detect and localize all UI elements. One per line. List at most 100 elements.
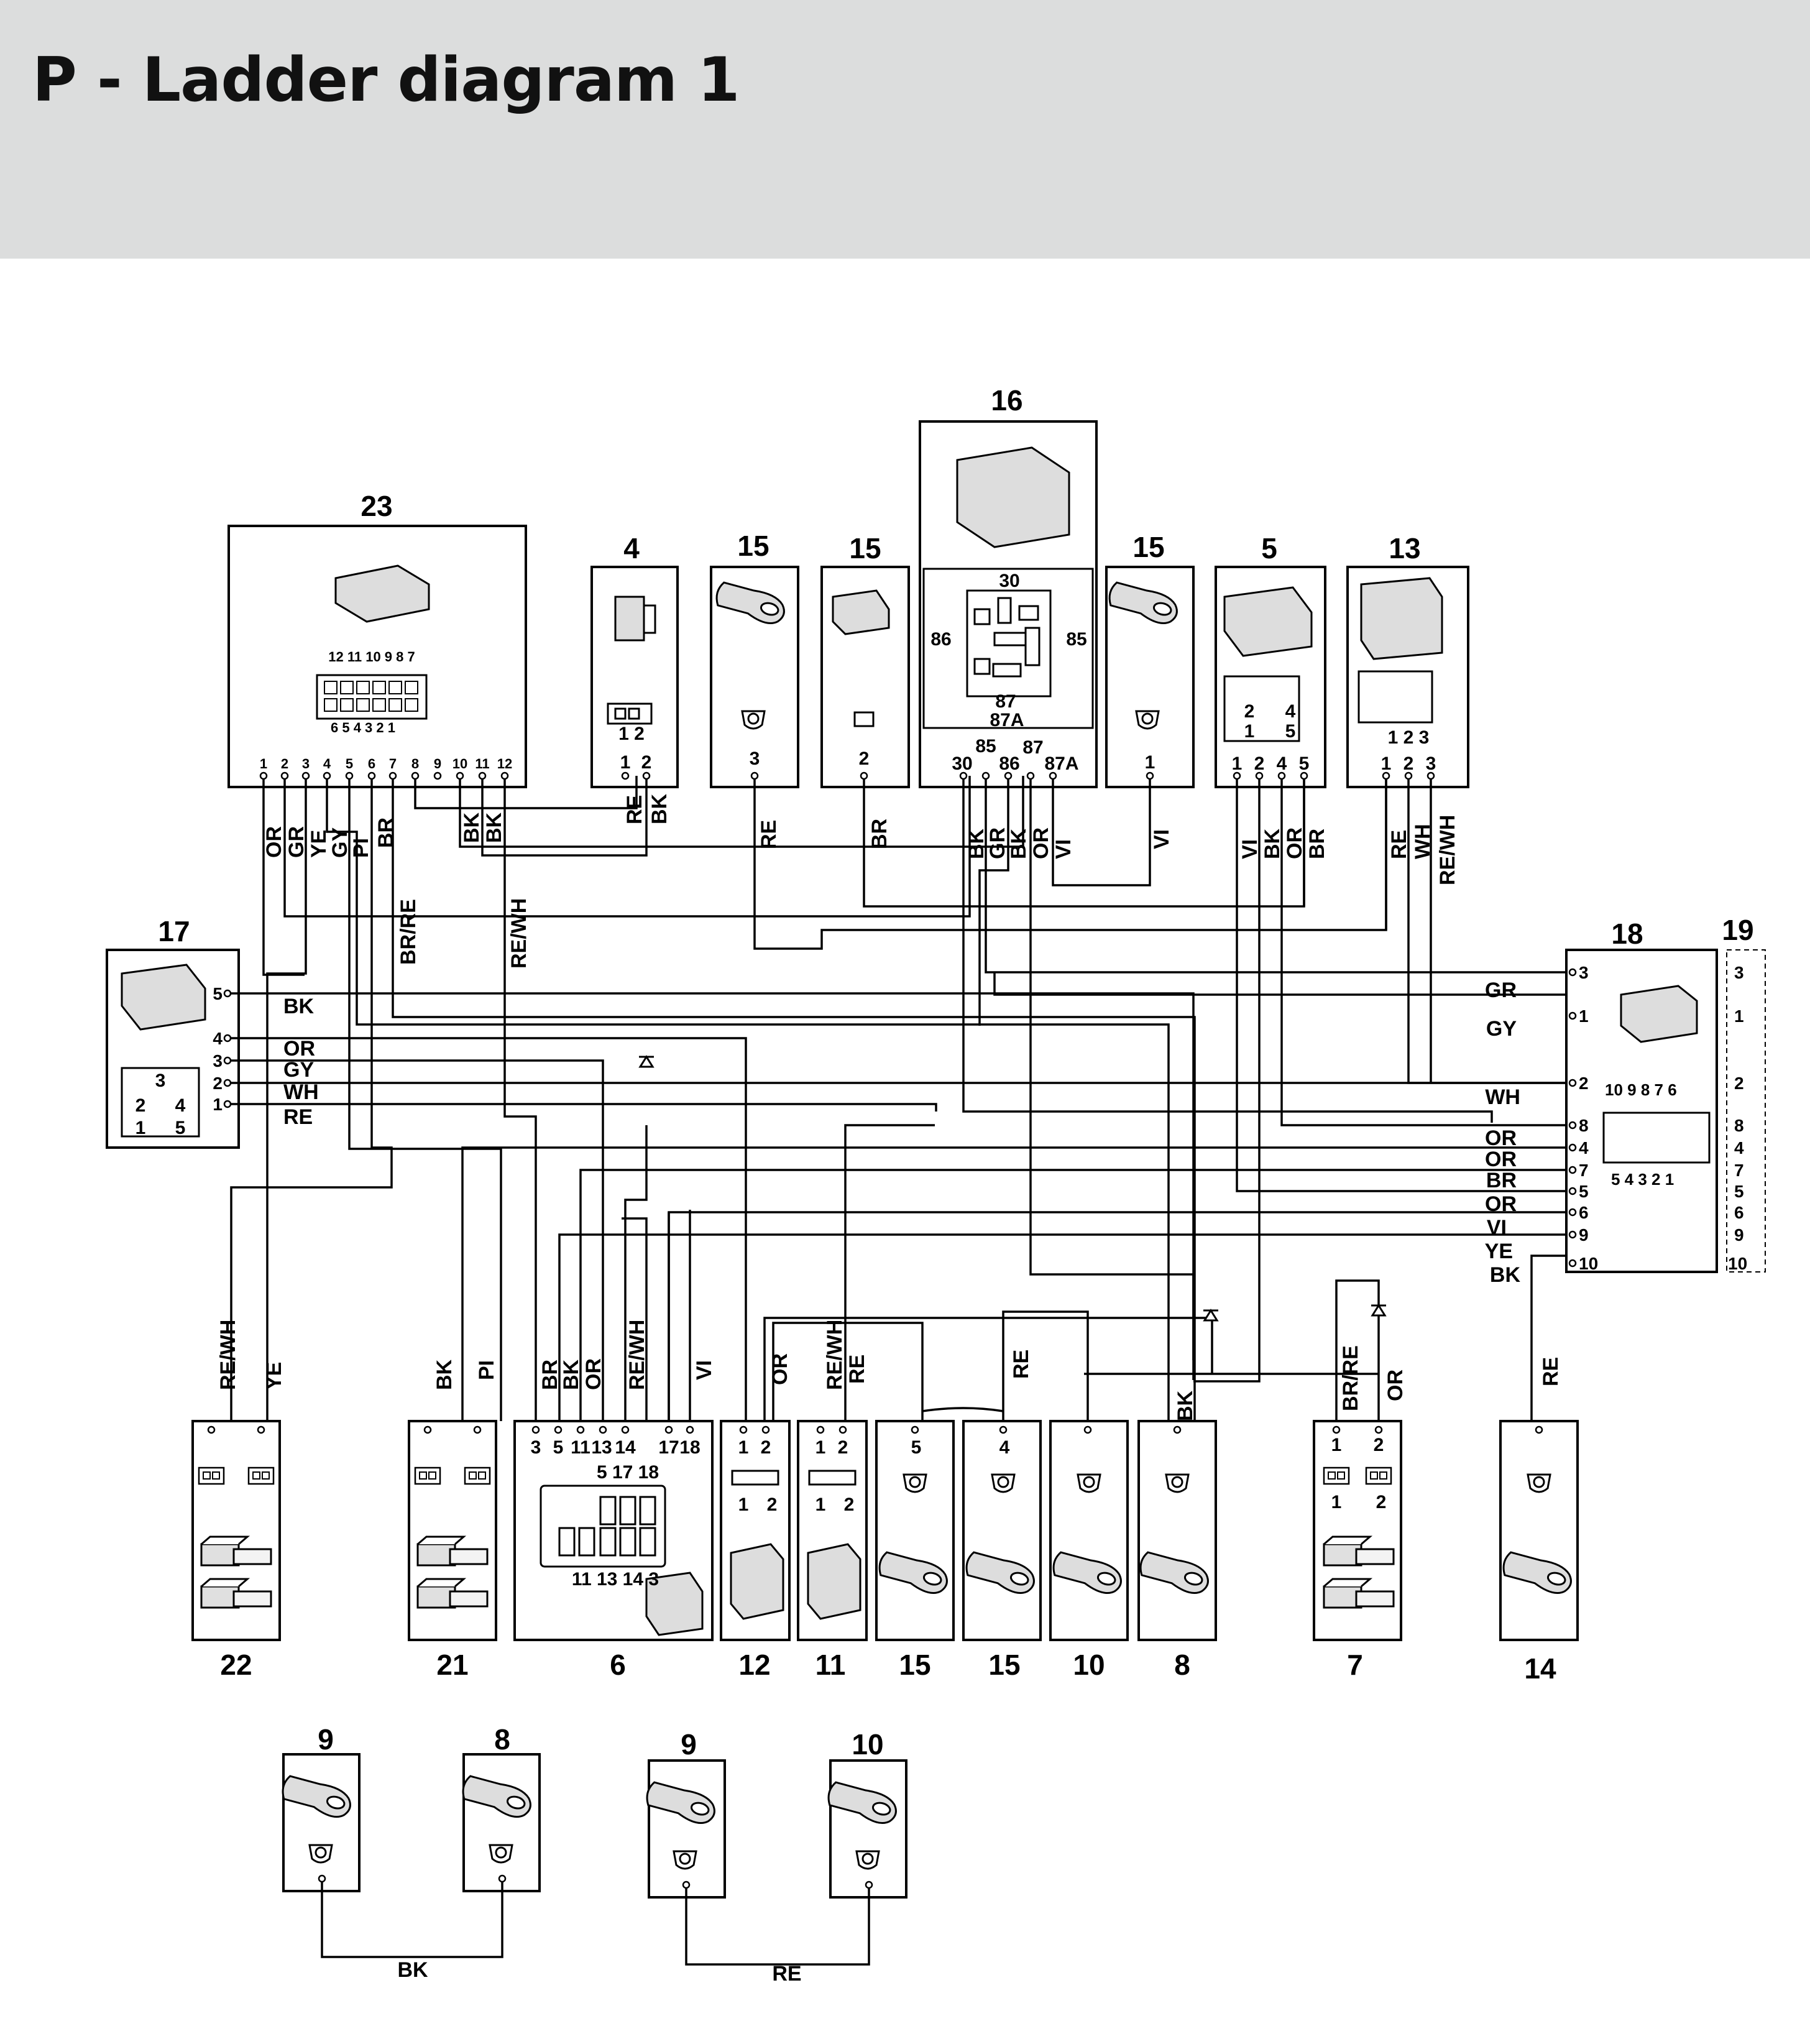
svg-text:2: 2	[859, 748, 870, 769]
connector-4-graphic	[607, 596, 656, 725]
svg-text:BK: BK	[397, 1958, 428, 1982]
connector-15a-graphic	[712, 580, 789, 730]
svg-text:BK: BK	[965, 828, 988, 859]
svg-text:6 5 4 3 2 1: 6 5 4 3 2 1	[331, 720, 395, 735]
connector-15b-graphic	[832, 589, 890, 727]
svg-text:2: 2	[838, 1437, 848, 1458]
svg-text:BK: BK	[1174, 1390, 1197, 1421]
svg-text:GR: GR	[986, 827, 1009, 859]
label-g9b: 9	[681, 1728, 697, 1761]
svg-text:GY: GY	[328, 827, 352, 858]
svg-text:OR: OR	[1485, 1192, 1517, 1216]
component-numbers: 23 4 15 15 16 15 5 13 17 18 19 22 21 6 1…	[158, 384, 1753, 1761]
svg-text:4: 4	[1277, 753, 1287, 774]
fuse-block-6-graphic	[540, 1485, 704, 1636]
label-5: 5	[1261, 532, 1277, 564]
svg-text:2: 2	[213, 1074, 223, 1093]
svg-text:86: 86	[930, 629, 951, 650]
svg-text:GY: GY	[1486, 1017, 1517, 1041]
connector-13-graphic	[1358, 577, 1443, 724]
svg-text:4: 4	[175, 1095, 186, 1116]
label-g10: 10	[852, 1728, 883, 1761]
svg-text:18: 18	[679, 1437, 700, 1458]
svg-text:9: 9	[1734, 1225, 1744, 1245]
svg-text:BR: BR	[868, 819, 891, 849]
label-4: 4	[623, 532, 640, 564]
connector-15c-graphic	[1105, 580, 1182, 730]
svg-text:85: 85	[1066, 629, 1086, 650]
label-15b: 15	[849, 532, 881, 564]
svg-text:BK: BK	[283, 995, 315, 1018]
label-g8: 8	[494, 1723, 510, 1756]
svg-text:OR: OR	[1029, 827, 1053, 859]
label-7: 7	[1347, 1649, 1363, 1681]
svg-text:BR/RE: BR/RE	[397, 899, 420, 965]
svg-text:5: 5	[1579, 1182, 1589, 1201]
svg-text:BK: BK	[1007, 828, 1031, 859]
svg-text:4: 4	[213, 1029, 223, 1048]
label-16: 16	[991, 384, 1022, 417]
svg-text:2: 2	[1374, 1435, 1384, 1455]
connector-17-wires: BK OR GY WH RE	[283, 995, 319, 1129]
svg-text:6: 6	[1579, 1203, 1589, 1222]
svg-text:9: 9	[434, 756, 441, 771]
svg-text:OR: OR	[262, 826, 286, 858]
svg-text:1: 1	[815, 1494, 826, 1515]
label-13: 13	[1389, 532, 1420, 564]
connector-22-graphic	[198, 1466, 275, 1609]
svg-text:RE/WH: RE/WH	[625, 1320, 649, 1390]
svg-text:OR: OR	[1485, 1148, 1517, 1171]
svg-text:VI: VI	[1238, 839, 1262, 859]
svg-text:3: 3	[155, 1070, 166, 1091]
svg-text:4: 4	[1285, 701, 1296, 722]
svg-text:GR: GR	[285, 826, 308, 858]
connector-18-graphic	[1602, 985, 1711, 1164]
svg-text:BK: BK	[433, 1359, 456, 1390]
label-g9a: 9	[318, 1723, 334, 1756]
svg-text:OR: OR	[1384, 1370, 1407, 1401]
svg-text:OR: OR	[1485, 1126, 1517, 1150]
svg-text:OR: OR	[283, 1037, 315, 1061]
svg-text:5: 5	[911, 1437, 922, 1458]
svg-text:PI: PI	[475, 1360, 498, 1380]
bottom-pin-numbers: 3 5 11 13 14 17 18 5 17 18 11 13 14 3 1 …	[531, 1435, 1387, 1590]
label-15e: 15	[988, 1649, 1020, 1681]
label-18: 18	[1611, 918, 1643, 950]
svg-text:14: 14	[615, 1437, 636, 1458]
svg-text:3: 3	[302, 756, 310, 771]
svg-text:4: 4	[1734, 1138, 1744, 1158]
svg-text:11: 11	[571, 1437, 590, 1458]
svg-text:30: 30	[999, 571, 1019, 591]
svg-text:1: 1	[738, 1494, 749, 1515]
svg-text:2: 2	[844, 1494, 855, 1515]
svg-text:OR: OR	[582, 1358, 605, 1390]
svg-text:12 11 10 9 8 7: 12 11 10 9 8 7	[328, 649, 415, 665]
svg-text:1: 1	[738, 1437, 749, 1458]
svg-text:4: 4	[323, 756, 331, 771]
svg-text:BR: BR	[538, 1360, 562, 1390]
svg-text:7: 7	[1579, 1161, 1589, 1180]
svg-text:1: 1	[1244, 721, 1255, 742]
svg-text:4: 4	[999, 1437, 1010, 1458]
svg-text:2: 2	[1244, 701, 1255, 722]
svg-text:1: 1	[815, 1437, 826, 1458]
svg-text:2: 2	[1579, 1074, 1589, 1093]
wiring	[227, 776, 1568, 1966]
svg-text:7: 7	[389, 756, 397, 771]
svg-text:1: 1	[260, 756, 267, 771]
svg-text:1: 1	[213, 1095, 223, 1114]
connector-19-pins: 3 1 2 8 4 7 5 6 9 10	[1728, 963, 1747, 1273]
label-22: 22	[220, 1649, 252, 1681]
svg-text:2: 2	[1254, 753, 1265, 774]
svg-text:BK: BK	[482, 812, 506, 843]
svg-text:1: 1	[1331, 1435, 1342, 1455]
svg-text:86: 86	[999, 753, 1019, 774]
label-15a: 15	[737, 530, 769, 562]
svg-text:RE: RE	[1539, 1357, 1563, 1386]
label-14: 14	[1524, 1652, 1556, 1685]
svg-text:3: 3	[531, 1437, 541, 1458]
ground-link-labels: BK RE	[397, 1958, 801, 1986]
svg-text:GY: GY	[283, 1058, 314, 1082]
svg-text:6: 6	[1734, 1203, 1744, 1222]
svg-text:2: 2	[1376, 1492, 1387, 1512]
